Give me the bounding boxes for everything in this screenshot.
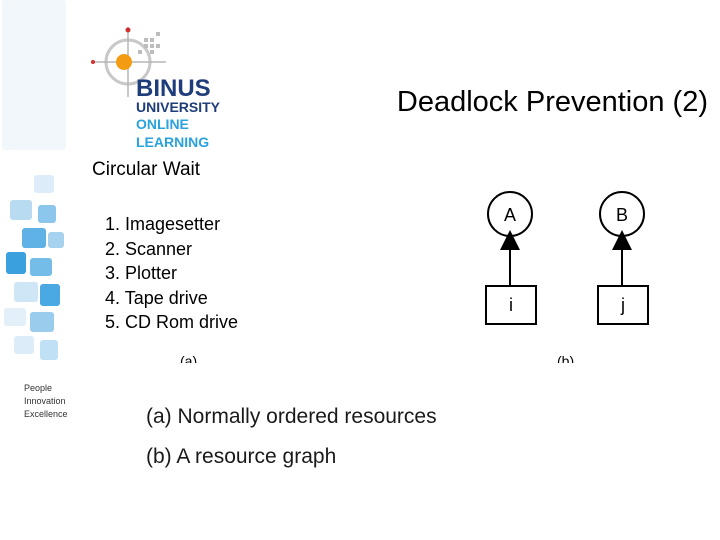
list-item: 3. Plotter bbox=[105, 263, 178, 284]
figure-b-label: (b) bbox=[557, 354, 575, 363]
resource-label-j: j bbox=[620, 295, 625, 315]
slide-subtitle: Circular Wait bbox=[92, 159, 201, 180]
resource-node-i bbox=[485, 285, 537, 325]
list-item: 1. Imagesetter bbox=[105, 214, 221, 234]
list-item: 2. Scanner bbox=[105, 238, 193, 259]
logo-binus: BINUS bbox=[136, 75, 211, 102]
process-label-b: B bbox=[616, 205, 628, 225]
logo-online: ONLINE bbox=[136, 116, 189, 132]
tagline-innovation: Innovation bbox=[24, 396, 66, 406]
ordered-resources-list: 1. Imagesetter 2. Scanner 3. Plotter 4. … bbox=[105, 212, 238, 335]
slide-title: Deadlock Prevention (2) bbox=[396, 86, 708, 118]
tagline-excellence: Excellence bbox=[24, 409, 68, 419]
binus-logo-mark bbox=[91, 27, 166, 97]
caption-b: (b) A resource graph bbox=[146, 445, 337, 468]
resource-graph: A B i j bbox=[485, 191, 649, 325]
list-item: 4. Tape drive bbox=[105, 287, 208, 308]
decorative-side-strip bbox=[0, 0, 72, 540]
list-item: 5. CD Rom drive bbox=[105, 312, 239, 333]
process-label-a: A bbox=[504, 205, 516, 225]
tagline-people: People bbox=[24, 383, 53, 393]
caption-a: (a) Normally ordered resources bbox=[146, 405, 437, 428]
logo-university: UNIVERSITY bbox=[136, 99, 221, 115]
resource-node-j bbox=[597, 285, 649, 325]
resource-label-i: i bbox=[509, 295, 513, 315]
figure-a-label: (a) bbox=[180, 354, 198, 363]
logo-learning: LEARNING bbox=[136, 134, 210, 150]
